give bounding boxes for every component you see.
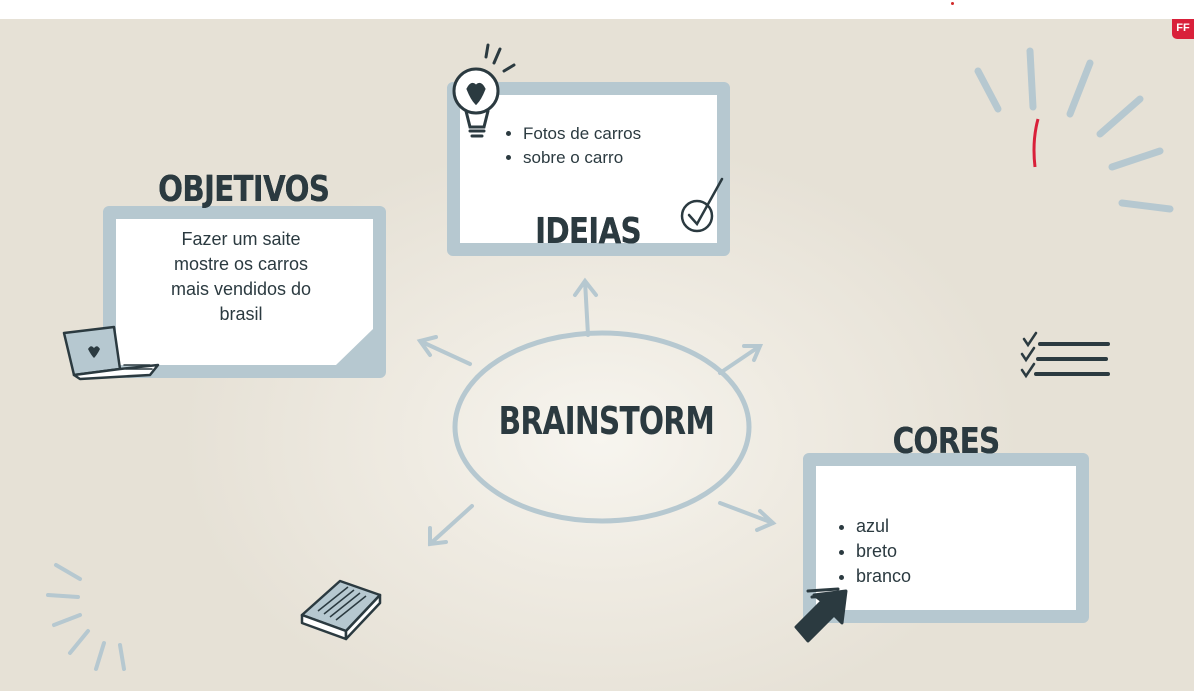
connector-arrows	[416, 277, 777, 547]
objetivos-title: OBJETIVOS	[158, 169, 330, 210]
whiteboard-canvas[interactable]: OBJETIVOS Fazer um saite mostre os carro…	[0, 19, 1194, 691]
ideias-title: IDEIAS	[535, 211, 642, 252]
book-icon	[300, 579, 382, 641]
ideias-list: Fotos de carros sobre o carro	[503, 122, 703, 170]
objetivos-line: mais vendidos do	[170, 279, 312, 299]
arrow-left-up	[416, 335, 472, 366]
list-item: Fotos de carros	[523, 122, 703, 146]
top-bar	[0, 0, 1194, 19]
arrow-left-down	[428, 504, 474, 547]
decorations-layer	[46, 47, 1174, 671]
cursor-arrow-icon	[794, 587, 848, 643]
check-circle-icon	[680, 177, 724, 233]
objetivos-card[interactable]	[103, 206, 386, 378]
checklist-icon	[1020, 331, 1110, 379]
ff-badge[interactable]: FF	[1172, 19, 1194, 39]
laptop-icon	[62, 325, 160, 381]
cores-title: CORES	[892, 421, 1001, 462]
list-item: breto	[856, 539, 1036, 564]
red-stroke	[1032, 118, 1040, 168]
rays-bottom-left	[46, 563, 126, 671]
list-item: branco	[856, 564, 1036, 589]
objetivos-corner-fold	[336, 329, 373, 365]
list-item: sobre o carro	[523, 146, 703, 170]
cores-card[interactable]	[803, 453, 1089, 623]
brainstorm-title: BRAINSTORM	[498, 399, 715, 443]
arrow-right-down	[718, 501, 777, 532]
red-dot	[951, 2, 954, 5]
ideias-card[interactable]	[447, 82, 730, 256]
cores-list: azul breto branco	[836, 514, 1036, 589]
objetivos-line: mostre os carros	[173, 254, 309, 274]
objetivos-text: Fazer um saite mostre os carros mais ven…	[120, 227, 362, 327]
lightbulb-icon	[452, 43, 516, 138]
objetivos-line: brasil	[219, 304, 263, 324]
rays-top-right	[974, 47, 1174, 213]
objetivos-line: Fazer um saite	[181, 229, 301, 249]
arrow-right-up	[718, 344, 764, 375]
icons-layer	[62, 43, 1110, 643]
arrow-up	[573, 277, 598, 337]
center-ellipse	[452, 330, 752, 524]
list-item: azul	[856, 514, 1036, 539]
